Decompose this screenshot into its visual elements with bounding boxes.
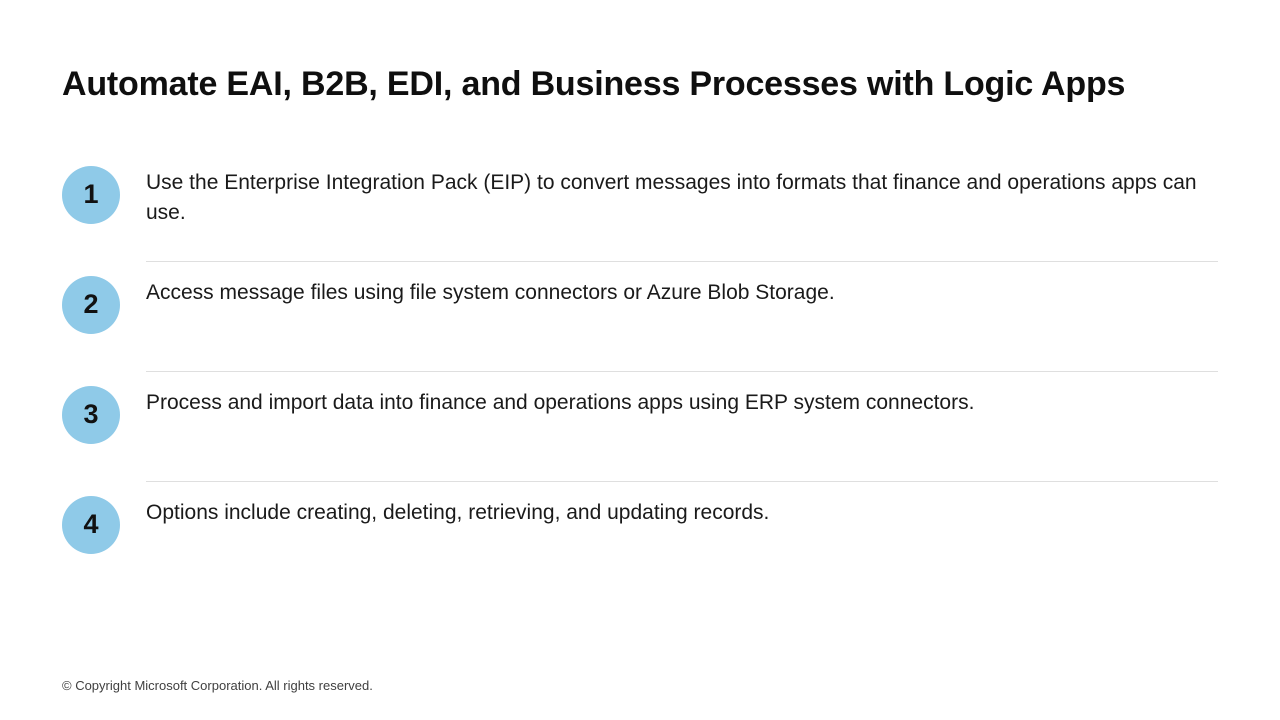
item-divider	[146, 481, 1218, 482]
list-item: 1 Use the Enterprise Integration Pack (E…	[0, 152, 1280, 262]
list-item: 2 Access message files using file system…	[0, 262, 1280, 372]
copyright-footer: © Copyright Microsoft Corporation. All r…	[62, 678, 373, 693]
step-badge-3: 3	[62, 386, 120, 444]
item-divider	[146, 371, 1218, 372]
list-item: 4 Options include creating, deleting, re…	[0, 482, 1280, 592]
step-number-label: 2	[83, 289, 99, 319]
step-text-2: Access message files using file system c…	[146, 281, 835, 304]
page-title: Automate EAI, B2B, EDI, and Business Pro…	[62, 65, 1126, 103]
step-text-4: Options include creating, deleting, retr…	[146, 501, 770, 524]
step-text-3: Process and import data into finance and…	[146, 391, 975, 414]
step-badge-1: 1	[62, 166, 120, 224]
step-text-1: Use the Enterprise Integration Pack (EIP…	[146, 171, 1197, 224]
list-item: 3 Process and import data into finance a…	[0, 372, 1280, 482]
item-divider	[146, 261, 1218, 262]
step-badge-2: 2	[62, 276, 120, 334]
step-number-label: 3	[83, 399, 99, 429]
step-number-label: 1	[83, 179, 99, 209]
numbered-steps-list: 1 Use the Enterprise Integration Pack (E…	[0, 152, 1280, 592]
step-badge-4: 4	[62, 496, 120, 554]
step-number-label: 4	[83, 509, 99, 539]
